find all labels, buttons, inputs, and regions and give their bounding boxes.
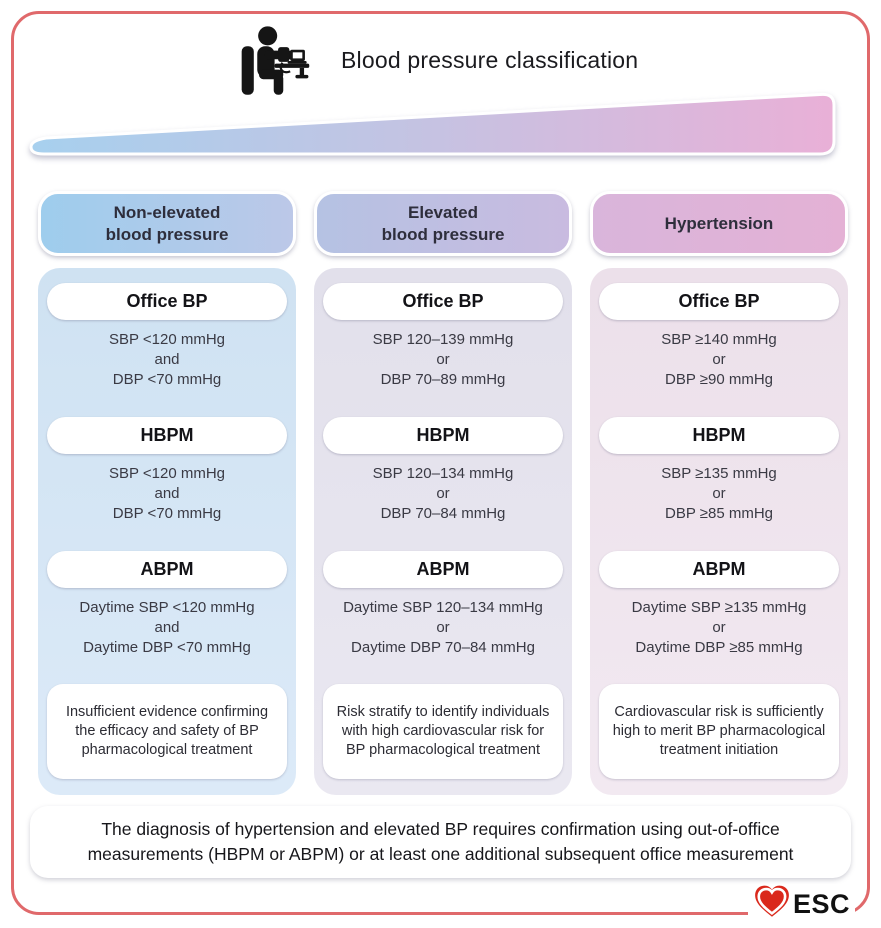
footer-line: measurements (HBPM or ABPM) or at least …: [87, 844, 794, 864]
column-panel-hypertension: Office BP SBP ≥140 mmHg or DBP ≥90 mmHg …: [590, 268, 848, 795]
esc-logo-label: ESC: [792, 889, 850, 919]
column-panel-elevated: Office BP SBP 120–139 mmHg or DBP 70–89 …: [314, 268, 572, 795]
conjunction: or: [712, 619, 726, 636]
section-label-hbpm: HBPM: [47, 417, 287, 454]
severity-gradient-wedge: [28, 90, 852, 170]
conjunction: or: [712, 351, 726, 368]
section-values: SBP ≥135 mmHg or DBP ≥85 mmHg: [590, 464, 848, 524]
bp-value: DBP 70–84 mmHg: [380, 505, 506, 522]
column-header-label: Elevated: [408, 202, 478, 222]
section-values: Daytime SBP 120–134 mmHg or Daytime DBP …: [314, 598, 572, 658]
bp-value: DBP 70–89 mmHg: [380, 371, 506, 388]
column-panel-non-elevated: Office BP SBP <120 mmHg and DBP <70 mmHg…: [38, 268, 296, 795]
section-values: SBP ≥140 mmHg or DBP ≥90 mmHg: [590, 330, 848, 390]
bp-value: DBP <70 mmHg: [112, 505, 222, 522]
section-label-hbpm: HBPM: [323, 417, 563, 454]
bp-value: DBP ≥90 mmHg: [665, 371, 773, 388]
bp-value: Daytime SBP 120–134 mmHg: [343, 599, 543, 616]
section-label-hbpm: HBPM: [599, 417, 839, 454]
conjunction: and: [154, 485, 180, 502]
esc-logo: ESC: [747, 884, 855, 925]
section-values: SBP 120–134 mmHg or DBP 70–84 mmHg: [314, 464, 572, 524]
bp-value: Daytime DBP 70–84 mmHg: [351, 639, 535, 656]
bp-value: SBP 120–139 mmHg: [372, 331, 514, 348]
section-values: Daytime SBP ≥135 mmHg or Daytime DBP ≥85…: [590, 598, 848, 658]
diagnosis-confirmation-note: The diagnosis of hypertension and elevat…: [30, 806, 851, 878]
bp-measurement-person-icon: [233, 21, 311, 101]
column-note: Insufficient evidence confirming the eff…: [47, 684, 287, 779]
column-header-non-elevated: Non-elevated blood pressure: [38, 191, 296, 256]
column-header-label: Non-elevated: [113, 202, 221, 222]
bp-value: SBP <120 mmHg: [108, 331, 226, 348]
column-header-label: blood pressure: [105, 224, 229, 244]
conjunction: or: [712, 485, 726, 502]
footer-line: The diagnosis of hypertension and elevat…: [101, 819, 780, 839]
section-values: SBP <120 mmHg and DBP <70 mmHg: [38, 464, 296, 524]
section-values: Daytime SBP <120 mmHg and Daytime DBP <7…: [38, 598, 296, 658]
bp-value: SBP 120–134 mmHg: [372, 465, 514, 482]
column-header-label: Hypertension: [664, 213, 774, 233]
bp-value: Daytime DBP ≥85 mmHg: [635, 639, 803, 656]
conjunction: or: [436, 351, 450, 368]
page-title: Blood pressure classification: [341, 47, 639, 73]
column-note: Risk stratify to identify individuals wi…: [323, 684, 563, 779]
column-header-elevated: Elevated blood pressure: [314, 191, 572, 256]
section-label-office-bp: Office BP: [599, 283, 839, 320]
esc-heart-icon: [753, 884, 791, 925]
section-label-office-bp: Office BP: [323, 283, 563, 320]
section-values: SBP 120–139 mmHg or DBP 70–89 mmHg: [314, 330, 572, 390]
conjunction: and: [154, 351, 180, 368]
bp-value: SBP <120 mmHg: [108, 465, 226, 482]
column-header-hypertension: Hypertension: [590, 191, 848, 256]
section-label-abpm: ABPM: [323, 551, 563, 588]
column-header-label: blood pressure: [381, 224, 505, 244]
section-values: SBP <120 mmHg and DBP <70 mmHg: [38, 330, 296, 390]
conjunction: or: [436, 485, 450, 502]
bp-value: Daytime SBP <120 mmHg: [79, 599, 255, 616]
bp-value: SBP ≥135 mmHg: [661, 465, 777, 482]
section-label-office-bp: Office BP: [47, 283, 287, 320]
bp-value: SBP ≥140 mmHg: [661, 331, 777, 348]
conjunction: or: [436, 619, 450, 636]
bp-value: DBP <70 mmHg: [112, 371, 222, 388]
bp-value: Daytime DBP <70 mmHg: [83, 639, 251, 656]
column-note: Cardiovascular risk is sufficiently high…: [599, 684, 839, 779]
bp-value: DBP ≥85 mmHg: [665, 505, 773, 522]
bp-value: Daytime SBP ≥135 mmHg: [631, 599, 807, 616]
section-label-abpm: ABPM: [47, 551, 287, 588]
conjunction: and: [154, 619, 180, 636]
section-label-abpm: ABPM: [599, 551, 839, 588]
